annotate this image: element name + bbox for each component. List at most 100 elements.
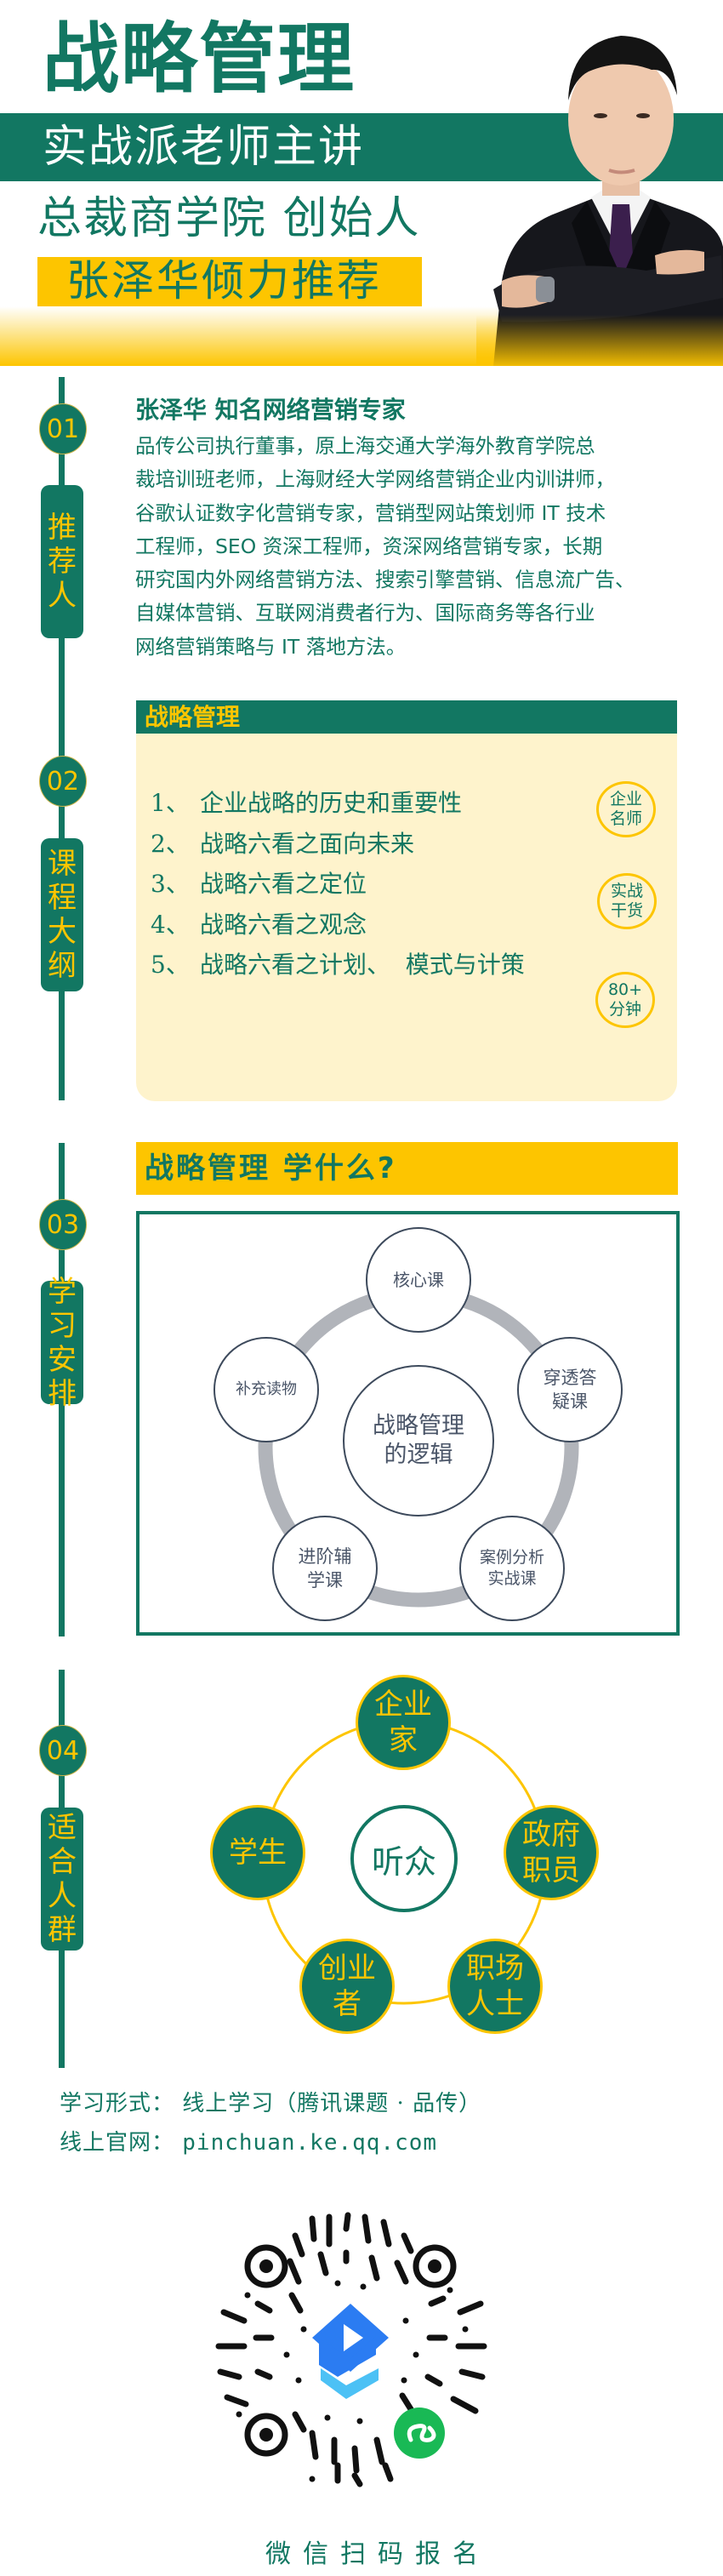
node-line: 人士 [466, 1987, 524, 2021]
section-label-02: 课 程 大 纲 [41, 838, 83, 991]
official-site: 线上官网： pinchuan.ke.qq.com [60, 2126, 437, 2160]
section-label-char: 推 [48, 511, 77, 545]
node-line: 补充读物 [236, 1380, 297, 1398]
diagram-node-reading: 补充读物 [213, 1337, 319, 1442]
bio-line: 自媒体营销、互联网消费者行为、国际商务等各行业 [135, 601, 595, 625]
bio-line: 谷歌认证数字化营销专家，营销型网站策划师 IT 技术 [135, 500, 606, 525]
audience-node-government: 政府 职员 [504, 1805, 599, 1900]
syllabus-item: 1、 企业战略的历史和重要性 [151, 783, 525, 824]
section-label-char: 适 [48, 1811, 77, 1845]
node-line: 家 [389, 1723, 418, 1757]
arrangement-heading-bar [136, 1142, 678, 1195]
syllabus-item-number: 5、 [151, 951, 190, 979]
badge-line: 企业 [609, 790, 642, 808]
node-line: 实战课 [487, 1569, 537, 1588]
learning-format: 学习形式： 线上学习（腾讯课题 · 品传） [60, 2087, 481, 2121]
section-number-02: 02 [39, 756, 87, 807]
syllabus-item-number: 3、 [151, 870, 190, 898]
section-number-01: 01 [39, 403, 87, 454]
hero-subtitle: 总裁商学院 创始人 [37, 193, 421, 244]
wechat-qr-code[interactable] [210, 2210, 491, 2491]
hero-highlight-text: 张泽华倾力推荐 [66, 256, 382, 306]
section-label-char: 大 [48, 915, 77, 949]
diagram-node-qa-course: 穿透答 疑课 [517, 1337, 623, 1442]
qr-caption: 微信扫码报名 [265, 2539, 490, 2569]
section-label-char: 课 [48, 847, 77, 881]
section-label-char: 人 [48, 579, 77, 613]
section-number-03: 03 [39, 1199, 87, 1250]
badge-practical: 实战 干货 [597, 873, 657, 929]
audience-center: 听众 [350, 1805, 458, 1912]
section-label-char: 安 [48, 1342, 77, 1377]
badge-famous-teacher: 企业 名师 [596, 781, 656, 837]
badge-line: 干货 [610, 901, 643, 920]
node-line: 进阶辅 [298, 1546, 352, 1567]
node-line: 学课 [307, 1570, 343, 1591]
bio-line: 品传公司执行董事，原上海交通大学海外教育学院总 [135, 434, 595, 458]
node-line: 政府 [522, 1818, 580, 1852]
hero-title: 战略管理 [43, 14, 356, 104]
section-label-char: 合 [48, 1845, 77, 1879]
hero-band-text: 实战派老师主讲 [43, 122, 365, 173]
bio-line: 研究国内外网络营销方法、搜索引擎营销、信息流广告、 [135, 568, 635, 592]
syllabus-card [136, 700, 677, 1101]
hero-highlight-box [37, 257, 422, 306]
learning-format-value: 线上学习（腾讯课题 · 品传） [182, 2091, 482, 2116]
syllabus-item-text: 战略六看之计划、 模式与计策 [200, 951, 525, 979]
official-site-link[interactable]: pinchuan.ke.qq.com [182, 2130, 438, 2156]
badge-line: 实战 [610, 882, 643, 900]
audience-node-professional: 职场 人士 [447, 1939, 543, 2034]
presenter-photo [476, 0, 723, 366]
section-label-01: 推 荐 人 [41, 485, 83, 638]
badge-line: 80+ [607, 980, 643, 999]
node-line: 职场 [466, 1951, 524, 1985]
bio-line: 工程师，SEO 资深工程师，资深网络营销专家，长期 [135, 534, 603, 558]
node-line: 企业 [374, 1688, 432, 1722]
center-line: 战略管理 [373, 1413, 464, 1439]
bio-line: 网络营销策略与 IT 落地方法。 [135, 634, 407, 659]
audience-node-entrepreneur: 企业 家 [356, 1675, 451, 1770]
syllabus-item: 5、 战略六看之计划、 模式与计策 [151, 945, 525, 985]
syllabus-header-bar [136, 700, 677, 734]
bio-line: 裁培训班老师，上海财经大学网络营销企业内训讲师， [135, 467, 615, 492]
syllabus-list: 1、 企业战略的历史和重要性 2、 战略六看之面向未来 3、 战略六看之定位 4… [151, 783, 525, 985]
node-line: 案例分析 [479, 1548, 544, 1567]
syllabus-item-number: 4、 [151, 910, 190, 939]
section-label-char: 荐 [48, 545, 77, 579]
official-site-label: 线上官网： [60, 2130, 175, 2156]
syllabus-item-text: 战略六看之面向未来 [200, 829, 415, 858]
badge-line: 名师 [609, 809, 642, 828]
syllabus-item-text: 战略六看之观念 [200, 910, 367, 939]
syllabus-header-title: 战略管理 [145, 703, 241, 731]
section-label-char: 排 [48, 1376, 77, 1411]
syllabus-item-number: 1、 [151, 789, 190, 817]
audience-node-founder: 创业 者 [299, 1939, 395, 2034]
audience-node-student: 学生 [210, 1805, 305, 1900]
section-label-char: 学 [48, 1274, 77, 1309]
syllabus-item-text: 战略六看之定位 [200, 870, 367, 898]
section-number-04: 04 [39, 1725, 87, 1776]
node-line: 穿透答 [543, 1368, 597, 1388]
section-label-char: 纲 [48, 949, 77, 983]
section-label-char: 习 [48, 1308, 77, 1343]
syllabus-item: 2、 战略六看之面向未来 [151, 824, 525, 865]
timeline-line-01-02 [59, 377, 65, 1100]
syllabus-item: 3、 战略六看之定位 [151, 864, 525, 905]
recommender-heading: 张泽华 知名网络营销专家 [135, 396, 406, 424]
node-line: 学生 [229, 1836, 287, 1870]
badge-duration: 80+ 分钟 [595, 972, 655, 1028]
arrangement-heading: 战略管理 学什么? [145, 1151, 397, 1185]
diagram-node-advanced-course: 进阶辅 学课 [272, 1516, 378, 1621]
node-line: 创业 [318, 1951, 376, 1985]
syllabus-item-number: 2、 [151, 829, 190, 858]
diagram-node-case-study: 案例分析 实战课 [459, 1516, 565, 1621]
section-label-char: 人 [48, 1879, 77, 1913]
node-line: 疑课 [552, 1391, 588, 1412]
syllabus-item: 4、 战略六看之观念 [151, 905, 525, 945]
learning-format-label: 学习形式： [60, 2091, 175, 2116]
node-line: 者 [333, 1987, 362, 2021]
syllabus-item-text: 企业战略的历史和重要性 [200, 789, 463, 817]
diagram-center-node: 战略管理 的逻辑 [343, 1365, 494, 1516]
center-line: 的逻辑 [384, 1442, 453, 1468]
section-label-04: 适 合 人 群 [41, 1808, 83, 1951]
